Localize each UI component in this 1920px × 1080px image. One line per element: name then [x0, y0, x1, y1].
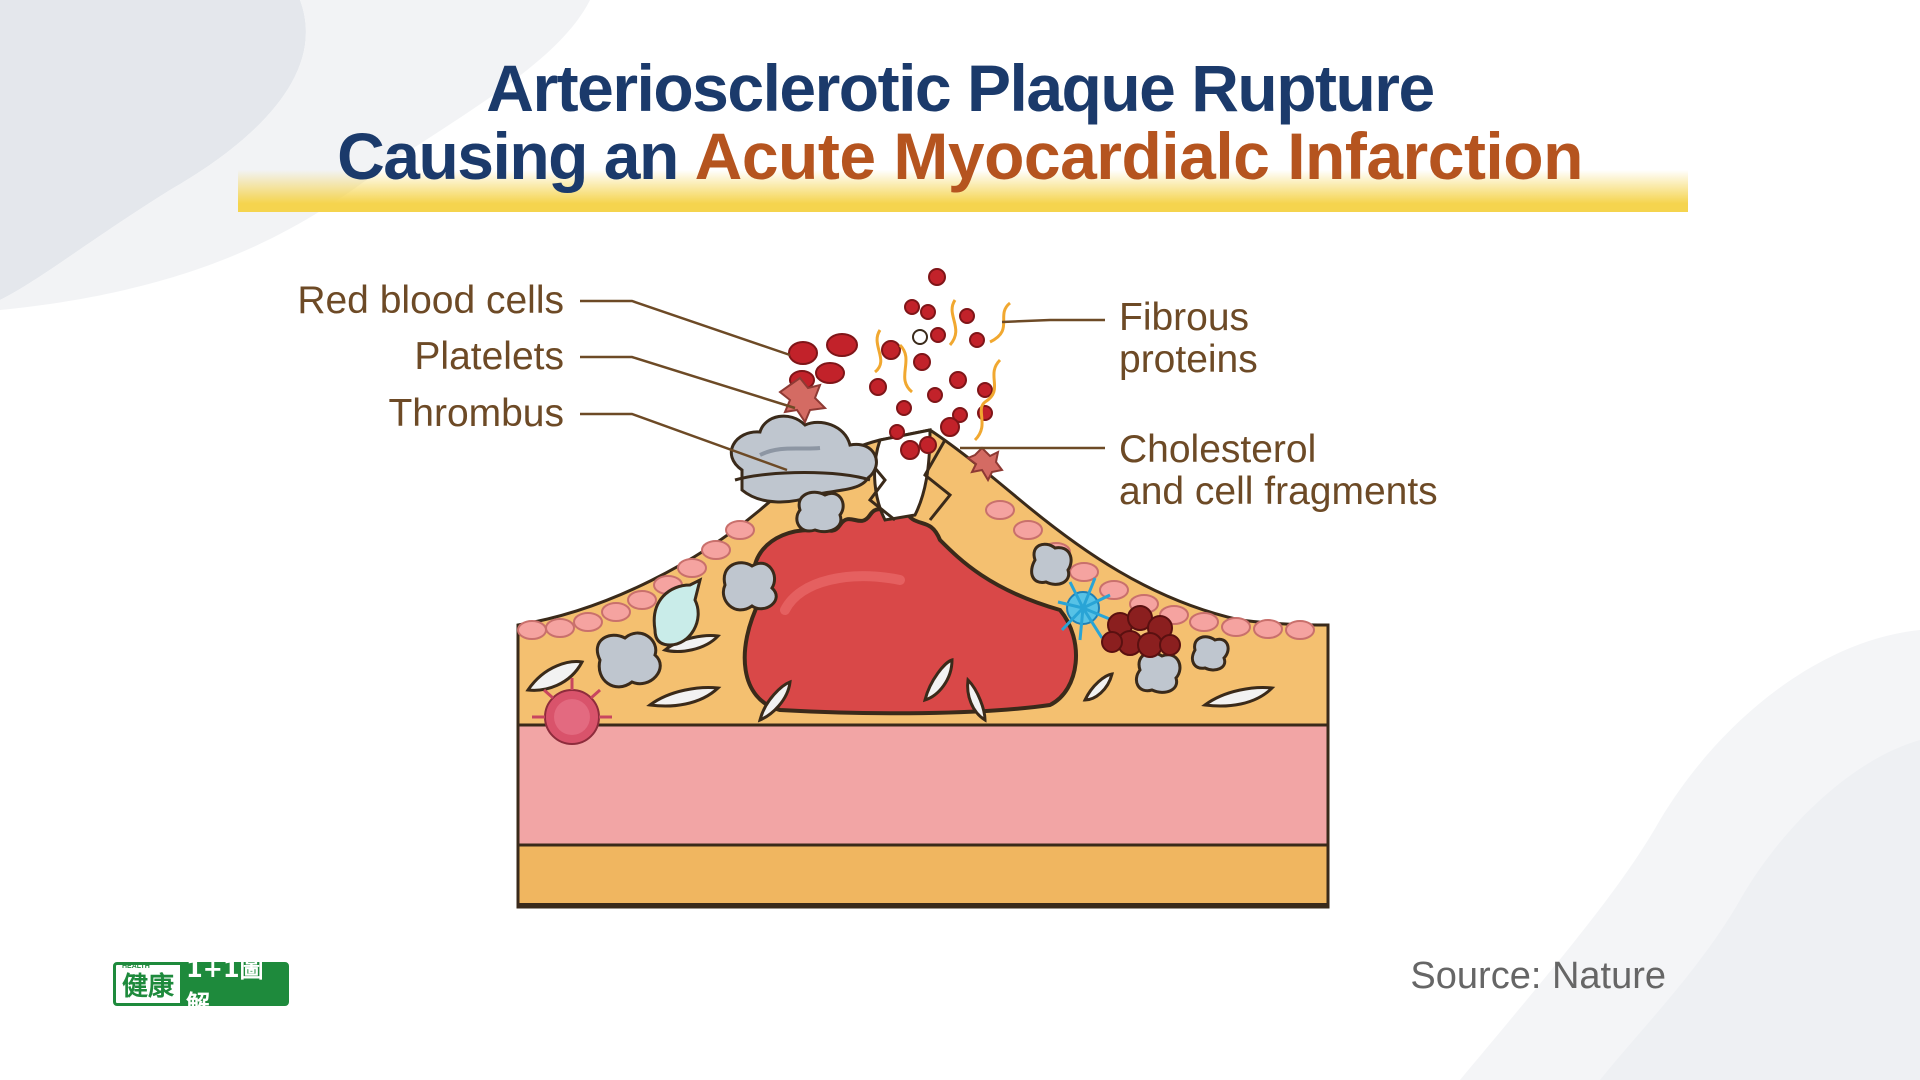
label-fibrous-proteins-line1: Fibrous [1119, 296, 1250, 339]
title-line-2: Causing an Acute Myocardialc Infarction [0, 118, 1920, 194]
dark-red-cluster [1101, 605, 1181, 658]
endothelial-cells [517, 500, 1315, 640]
red-particles [869, 268, 993, 460]
light-blue-cell [652, 577, 703, 647]
brand-logo: HEALTH 健康 1+1圖解 [113, 955, 289, 1018]
vessel-wall [516, 723, 1330, 909]
label-cholesterol-line2: and cell fragments [1119, 470, 1438, 513]
platelets [778, 376, 1004, 483]
smooth-muscle-cells [525, 634, 1276, 723]
immune-cell-red [532, 678, 612, 745]
label-cholesterol-line1: Cholesterol [1119, 428, 1317, 471]
logo-super-text: HEALTH [122, 963, 150, 970]
title-line-1: Arteriosclerotic Plaque Rupture [486, 51, 1435, 125]
dendritic-cell-blue [1057, 577, 1113, 641]
logo-tail: 1+1圖解 [180, 955, 286, 1018]
logo-mark: 健康 [122, 971, 175, 1002]
small-white-particle [912, 329, 928, 345]
label-thrombus: Thrombus [388, 392, 564, 435]
label-red-blood-cells: Red blood cells [297, 279, 564, 322]
title-line-2-prefix: Causing an [337, 119, 679, 193]
foam-cells [596, 490, 1230, 694]
label-fibrous-proteins-line2: proteins [1119, 338, 1258, 381]
title-line-2-highlight: Acute Myocardialc Infarction [694, 119, 1584, 193]
label-leader-lines [580, 299, 1105, 472]
source-credit: Source: Nature [1410, 955, 1666, 997]
label-platelets: Platelets [414, 335, 564, 378]
title-highlight-bar [238, 170, 1688, 212]
